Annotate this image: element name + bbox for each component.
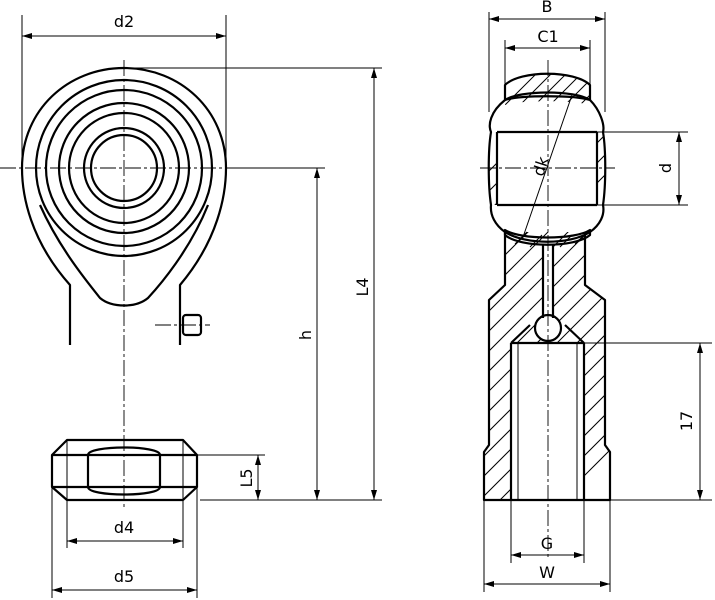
section-view: dk B C1 d 17 xyxy=(480,0,712,592)
ball-outline xyxy=(487,91,607,243)
label-C1: C1 xyxy=(537,27,558,46)
hex-nut xyxy=(50,438,199,502)
label-W: W xyxy=(539,563,555,582)
body-hatching xyxy=(484,232,610,500)
label-L5: L5 xyxy=(237,468,256,487)
front-view: d2 L4 h L5 d4 d5 xyxy=(0,12,382,598)
label-d4: d4 xyxy=(114,518,134,537)
label-h: h xyxy=(296,330,315,340)
label-17: 17 xyxy=(677,411,696,431)
label-L4: L4 xyxy=(353,277,372,296)
label-d5: d5 xyxy=(114,567,134,586)
label-d2: d2 xyxy=(114,12,134,31)
label-d: d xyxy=(656,163,675,173)
label-G: G xyxy=(541,534,553,553)
body-outline xyxy=(482,232,612,502)
label-B: B xyxy=(542,0,553,16)
